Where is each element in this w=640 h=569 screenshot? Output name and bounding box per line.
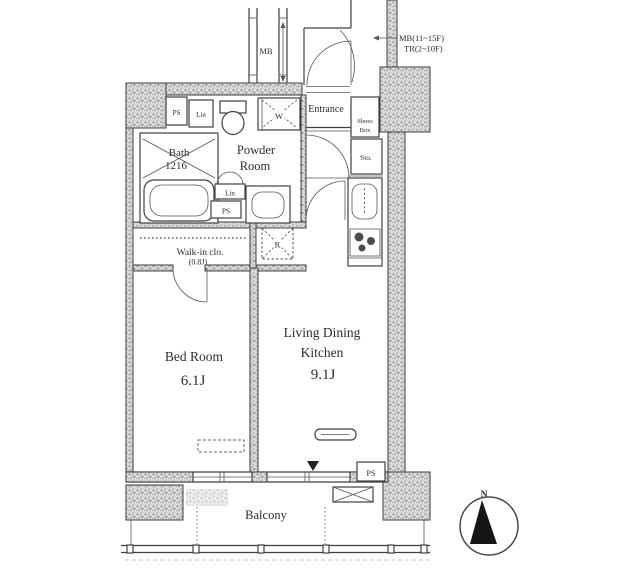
dimension-arrow-up-icon (280, 22, 286, 28)
top-left-column (125, 82, 167, 129)
rail-post (420, 544, 428, 554)
outer-walls (125, 66, 431, 521)
bottom-wall-segment (251, 471, 268, 483)
closet-door-swing (172, 267, 208, 303)
rail-post (126, 544, 134, 554)
toilet-icon (219, 100, 247, 136)
kitchen-counter (347, 177, 383, 267)
bottom-right-column (382, 471, 431, 521)
leader-arrow-icon (373, 35, 379, 41)
shoes-box-label-2: Box (360, 127, 372, 134)
compass-north-label: N (481, 490, 488, 500)
shoes-box (350, 96, 380, 138)
walkin-closet: Walk-in clo. (0.8J) (140, 237, 248, 303)
shaft-label: MB (259, 46, 273, 56)
stove-box (349, 228, 381, 257)
riser-note-line2: TR(2~10F) (404, 44, 443, 54)
linen-label: Lin (196, 111, 206, 119)
balcony-left-column (125, 484, 184, 521)
compass-ring (459, 496, 519, 556)
rail-post (257, 544, 265, 554)
riser-annotation: MB(11~15F) TR(2~10F) (373, 33, 444, 54)
pipe-space-bottom-box (356, 461, 386, 482)
compass: N (459, 490, 519, 556)
bedroom-dashed-outline (197, 439, 245, 453)
balcony-pad (186, 489, 228, 506)
bedroom-window (192, 472, 253, 482)
ldk-label-1: Living Dining (284, 325, 361, 340)
bottom-wall-segment (125, 471, 194, 483)
balcony: Balcony (121, 484, 430, 561)
refrigerator-space: R (261, 227, 294, 260)
entry-door-swing-2 (339, 29, 355, 83)
burner-icon (354, 232, 364, 242)
entry-marker-icon (307, 461, 319, 471)
powder-bottom-wall (132, 221, 307, 229)
rail-post (387, 544, 395, 554)
powder-corridor-wall (300, 94, 307, 223)
bath-module-label: 1216 (165, 160, 188, 172)
powder-room: PS Lin W Powder Room Lin PS (165, 96, 301, 224)
powder-door-swing (305, 134, 350, 179)
ldk-door-swing (305, 180, 346, 221)
bathtub-inner (149, 184, 209, 217)
bathtub (143, 179, 215, 222)
top-right-column (379, 66, 431, 133)
bedroom-size-label: 6.1J (181, 373, 206, 389)
riser-note-line1: MB(11~15F) (399, 33, 444, 43)
powder-room-label-1: Powder (237, 143, 276, 157)
pipe-space-lower-box (210, 200, 242, 219)
storage-box (350, 138, 383, 175)
balcony-windows: PS (192, 461, 386, 482)
bedroom: Bed Room 6.1J (165, 349, 245, 453)
rail-post (322, 544, 330, 554)
burner-icon (358, 244, 366, 252)
washer-label: W (275, 111, 283, 121)
rail-post (192, 544, 200, 554)
kitchen-sink-icon (351, 183, 378, 220)
entry-door-swing (306, 40, 352, 86)
pipe-space-label: PS (173, 109, 181, 117)
kitchen-unit (347, 175, 383, 267)
closet-side-wall (249, 221, 257, 272)
ldk-label-2: Kitchen (301, 345, 344, 360)
storage-label: Sto. (360, 153, 372, 162)
pipe-space-box (165, 96, 188, 126)
ldk-window (266, 472, 351, 482)
left-wall (125, 127, 134, 473)
linen-lower-label: Lin (225, 190, 235, 198)
evacuation-hatch-icon (332, 486, 374, 503)
shoes-box-label-1: Shoes (357, 118, 373, 125)
bathroom: Bath 1216 (139, 132, 219, 224)
ldk-room: Living Dining Kitchen 9.1J (284, 325, 361, 471)
interior-walls (132, 94, 307, 473)
entrance-label: Entrance (308, 104, 344, 115)
bedroom-ldk-wall (249, 267, 259, 473)
meter-box-shaft: MB (248, 8, 288, 83)
porch-wall (386, 0, 398, 68)
pipe-space-bottom-label: PS (367, 469, 376, 478)
right-wall (387, 131, 406, 473)
entry-porch (303, 0, 398, 93)
pipe-space-lower-label: PS (222, 207, 230, 216)
washing-machine-box: W (257, 97, 301, 131)
walkin-label-1: Walk-in clo. (177, 248, 224, 258)
bath-label: Bath (169, 147, 190, 159)
walkin-label-2: (0.8J) (189, 258, 208, 267)
entrance-area: Entrance Shoes Box Sto. (305, 96, 383, 221)
linen-lower-cabinet: Lin (214, 171, 246, 200)
refrigerator-label: R (275, 240, 281, 250)
vanity-sink-icon (245, 185, 291, 224)
ldk-size-label: 9.1J (311, 367, 336, 383)
burner-icon (367, 237, 375, 245)
compass-needle-icon (470, 500, 497, 544)
closet-bottom-wall-left (132, 264, 174, 272)
balcony-label: Balcony (245, 508, 287, 522)
powder-room-label-2: Room (240, 159, 271, 173)
bedroom-label: Bed Room (165, 349, 224, 364)
linen-box (188, 99, 214, 128)
dimension-arrow-down-icon (280, 76, 286, 82)
